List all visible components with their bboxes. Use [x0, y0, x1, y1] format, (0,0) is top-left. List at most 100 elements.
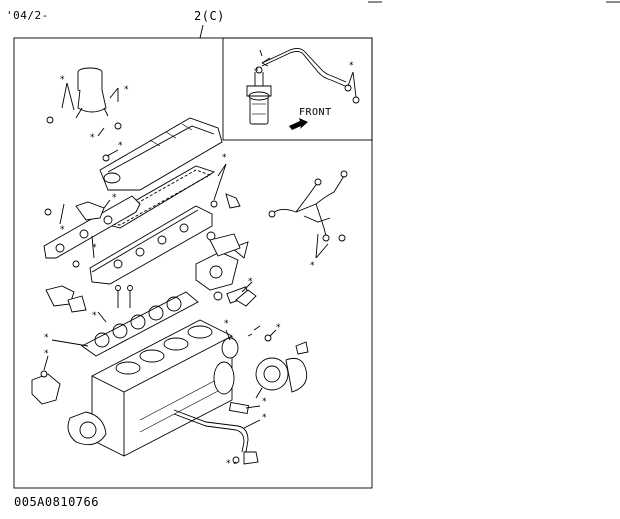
bolt	[46, 116, 54, 124]
rocker-cover-gasket	[96, 165, 216, 229]
asterisk-mark: *	[222, 153, 227, 163]
asterisk-mark: *	[226, 459, 231, 469]
asterisk-mark: *	[124, 85, 129, 95]
head-bolt	[117, 290, 131, 308]
leader-line	[261, 62, 269, 67]
leader-line	[315, 243, 329, 259]
leader-line	[245, 405, 261, 409]
inset-frame	[222, 37, 373, 141]
seal-ring	[210, 200, 218, 208]
asterisk-mark: *	[44, 349, 49, 359]
timing-cover	[67, 411, 107, 446]
fuel-pipe	[261, 47, 347, 83]
leader-line	[213, 163, 227, 201]
asterisk-mark: *	[60, 225, 65, 235]
leader-line	[91, 235, 95, 259]
asterisk-mark: *	[349, 61, 354, 71]
asterisk-mark: *	[112, 193, 117, 203]
leader-line	[97, 127, 105, 137]
callout-label: 2(C)	[194, 9, 225, 23]
leader-line	[261, 57, 271, 64]
water-outlet	[31, 373, 61, 405]
leader-line	[109, 87, 119, 99]
glow-plug-harness	[268, 170, 348, 242]
asterisk-mark: *	[92, 243, 97, 253]
asterisk-mark: *	[118, 141, 123, 151]
bracket	[231, 241, 249, 259]
asterisk-mark: *	[92, 311, 97, 321]
asterisk-mark: *	[254, 67, 259, 77]
turbocharger	[255, 357, 308, 399]
fuel-pipe	[261, 50, 346, 87]
oil-return-pipe	[173, 413, 245, 453]
front-direction-label: FRONT	[299, 107, 332, 118]
crank-seal	[79, 421, 97, 439]
oil-filter-assembly	[75, 67, 109, 119]
date-code: '04/2-	[6, 9, 49, 22]
leader-line	[315, 233, 319, 259]
leader-line	[269, 329, 277, 337]
leader-line	[61, 82, 68, 109]
bolt-head	[115, 285, 121, 291]
oil-seal	[221, 337, 239, 359]
leader-line	[241, 281, 253, 293]
seal-ring	[264, 334, 272, 342]
thermostat-housing	[75, 201, 105, 221]
bracket	[225, 193, 241, 209]
main-frame	[13, 37, 373, 489]
leader-line	[233, 461, 237, 465]
asterisk-mark: *	[60, 75, 65, 85]
bolt	[44, 208, 52, 216]
cylinder-head	[89, 205, 213, 285]
water-pipe	[209, 233, 241, 257]
thermostat	[45, 285, 75, 307]
leader-line	[97, 311, 107, 323]
leader-line	[106, 149, 119, 157]
oil-cap	[102, 154, 110, 162]
hose-clip	[247, 325, 261, 337]
leader-line	[243, 419, 261, 429]
drawing-number: 005A0810766	[14, 495, 99, 509]
oil-return-pipe	[173, 409, 249, 453]
water-pump	[195, 251, 239, 291]
leader-line	[103, 199, 111, 209]
leader-line	[66, 82, 75, 111]
arrow-right-icon	[289, 118, 308, 130]
seal-ring	[40, 370, 48, 378]
cylinder-block	[91, 319, 233, 457]
asterisk-mark: *	[262, 413, 267, 423]
asterisk-mark: *	[44, 333, 49, 343]
gasket	[67, 295, 87, 313]
fuel-filter-assembly	[246, 66, 272, 125]
asterisk-mark: *	[310, 261, 315, 271]
bolt	[72, 260, 80, 268]
rocker-cover	[99, 117, 223, 191]
leader-line	[43, 355, 49, 371]
asterisk-mark: *	[248, 277, 253, 287]
nut	[338, 234, 346, 242]
gasket-ring	[352, 96, 360, 104]
bolt	[114, 122, 122, 130]
leader-line	[347, 71, 354, 87]
intake-manifold	[43, 195, 141, 259]
flange	[235, 289, 257, 307]
pipe-fitting	[243, 451, 259, 465]
callout-leader	[199, 24, 204, 39]
leader-line	[352, 71, 357, 98]
leader-line	[51, 339, 89, 347]
seal-ring	[213, 291, 223, 301]
bolt	[259, 49, 263, 57]
leader-line	[225, 329, 231, 341]
asterisk-mark: *	[90, 133, 95, 143]
bolt-head	[127, 285, 133, 291]
gasket	[228, 401, 250, 415]
rear-seal	[213, 361, 235, 395]
asterisk-mark: *	[262, 397, 267, 407]
seal-ring	[232, 456, 240, 464]
leader-line	[59, 203, 65, 225]
leader-line	[217, 163, 227, 177]
bracket	[295, 341, 309, 355]
asterisk-mark: *	[224, 319, 229, 329]
cylinder-head-gasket	[81, 291, 199, 357]
